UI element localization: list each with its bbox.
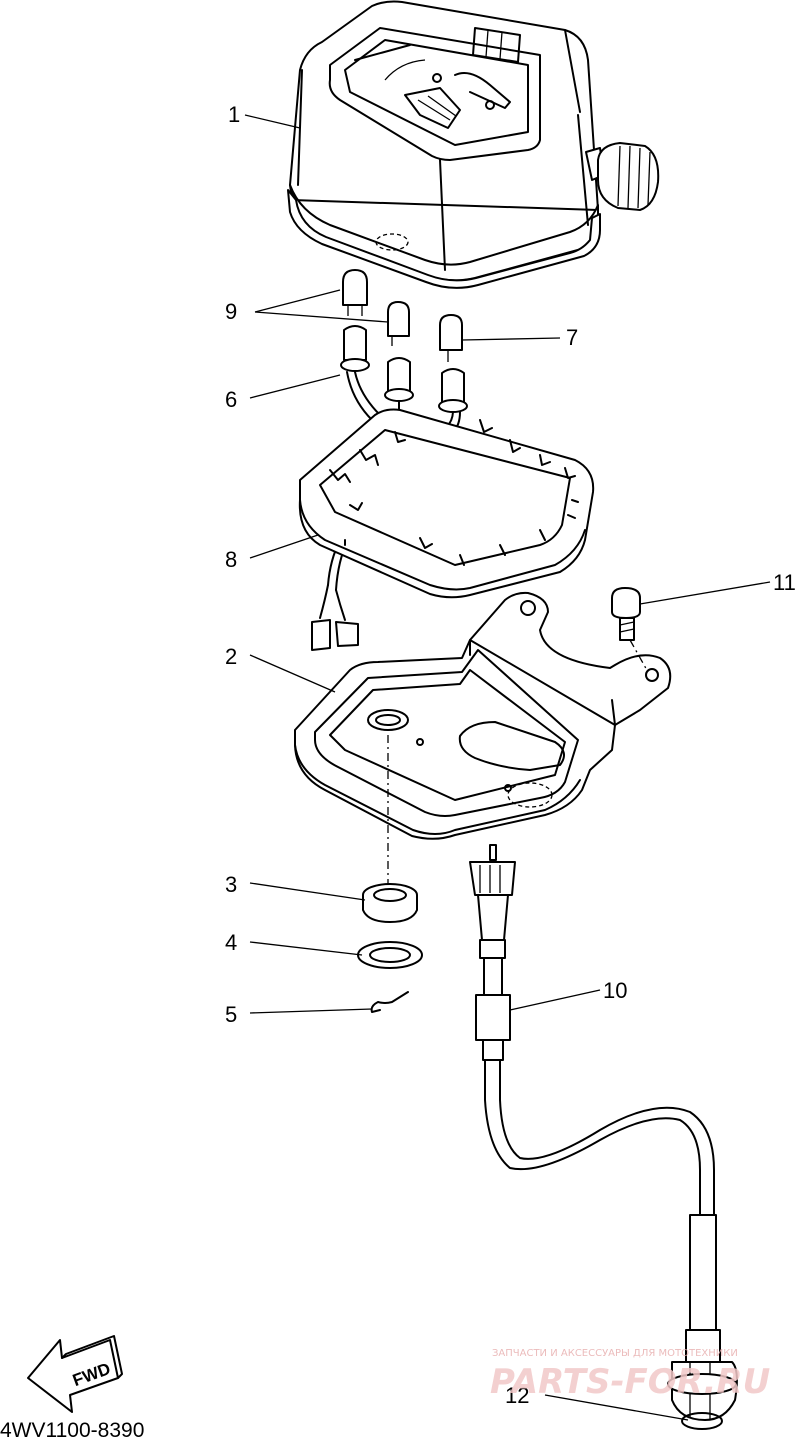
callout-9: 9 <box>225 299 237 324</box>
callout-11: 11 <box>773 570 796 595</box>
part-bracket <box>294 591 672 840</box>
drawing-code: 4WV1100-8390 <box>0 1419 144 1440</box>
part-speedometer-cable <box>469 844 738 1421</box>
callout-4: 4 <box>225 930 237 955</box>
callout-labels: 1 2 3 4 5 6 7 8 9 10 11 12 <box>225 102 796 1408</box>
part-meter-assembly <box>287 0 660 289</box>
part-grommet-washer-clip <box>357 735 423 1013</box>
leader-lines <box>244 114 771 1421</box>
part-bulbs <box>342 269 463 362</box>
callout-7: 7 <box>566 325 578 350</box>
callout-6: 6 <box>225 387 237 412</box>
watermark-logo: PARTS-FOR.RU <box>490 1362 770 1402</box>
callout-12: 12 <box>505 1383 529 1408</box>
fwd-arrow-icon: FWD <box>27 1335 123 1413</box>
callout-5: 5 <box>225 1002 237 1027</box>
part-cushion <box>298 408 595 599</box>
callout-10: 10 <box>603 978 627 1003</box>
callout-2: 2 <box>225 644 237 669</box>
watermark-tagline: ЗАПЧАСТИ И АКСЕССУАРЫ ДЛЯ МОТОТЕХНИКИ <box>492 1348 738 1359</box>
callout-3: 3 <box>225 872 237 897</box>
callout-8: 8 <box>225 547 237 572</box>
part-o-ring <box>681 1412 723 1430</box>
watermark: ЗАПЧАСТИ И АКСЕССУАРЫ ДЛЯ МОТОТЕХНИКИ PA… <box>490 1348 770 1402</box>
part-bolt <box>611 587 649 673</box>
callout-1: 1 <box>228 102 240 127</box>
